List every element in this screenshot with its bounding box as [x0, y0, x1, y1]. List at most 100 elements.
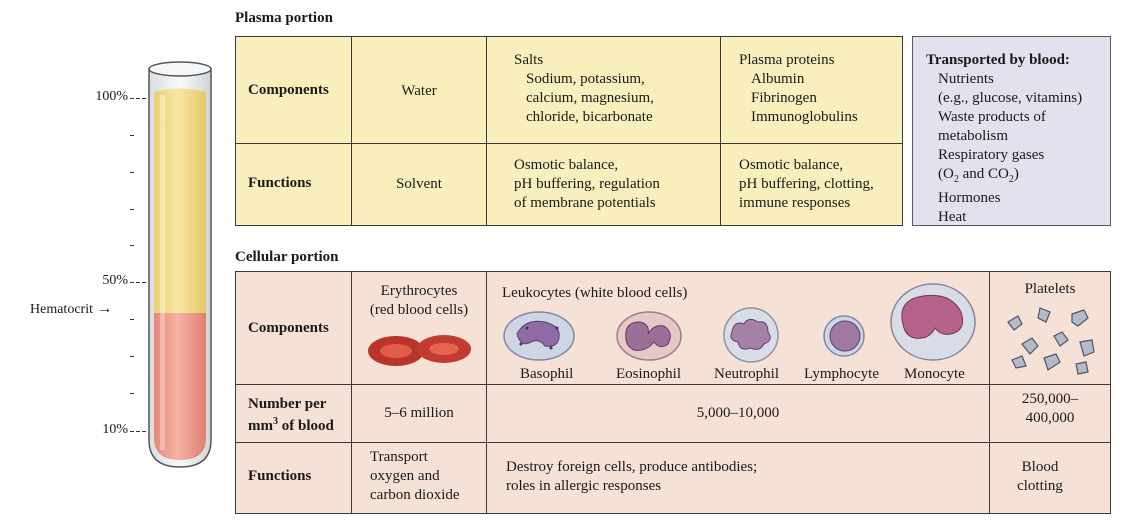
- cellular-section-title: Cellular portion: [235, 249, 339, 265]
- cellular-number-label: Number per mm3 of blood: [248, 395, 334, 435]
- water-component: Water: [401, 83, 437, 99]
- cellular-components-label: Components: [248, 320, 329, 336]
- cellular-col-divider: [351, 272, 352, 513]
- leukocyte-type-monocyte: Monocyte: [904, 366, 965, 382]
- water-function: Solvent: [396, 176, 442, 192]
- salts-function-line: pH buffering, regulation: [514, 176, 660, 192]
- transported-item: Waste products of: [938, 109, 1046, 125]
- plasma-functions-label: Functions: [248, 175, 312, 191]
- plasma-section-title: Plasma portion: [235, 10, 333, 26]
- erythrocytes-name-line1: Erythrocytes: [380, 283, 458, 299]
- cellular-col-divider: [486, 272, 487, 513]
- test-tube-graphic: [148, 61, 212, 468]
- erythrocytes-function-line: Transport: [370, 449, 428, 465]
- leukocyte-type-eosinophil: Eosinophil: [616, 366, 682, 382]
- transported-item: Hormones: [938, 190, 1001, 206]
- transported-item: Respiratory gases: [938, 147, 1045, 163]
- red-blood-cells-icon: [368, 335, 471, 366]
- platelets-number: 250,000– 400,000: [990, 390, 1110, 428]
- scale-label-10: 10%: [102, 422, 128, 437]
- scale-tick: [130, 135, 134, 136]
- hematocrit-text: Hematocrit: [30, 302, 93, 317]
- platelets-number-line: 250,000–: [1021, 391, 1079, 407]
- erythrocytes-name-line2: (red blood cells): [369, 302, 469, 318]
- erythrocytes-number: 5–6 million: [384, 405, 454, 421]
- plasma-components-label: Components: [248, 82, 329, 98]
- transported-list: Transported by blood: Nutrients (e.g., g…: [926, 51, 1082, 227]
- plasma-col-divider: [351, 37, 352, 225]
- lymphocyte-icon: [823, 315, 865, 357]
- proteins-item: Albumin: [751, 71, 805, 87]
- scale-tick: [130, 172, 134, 173]
- number-label-line1: Number per: [248, 396, 327, 412]
- transported-item: (e.g., glucose, vitamins): [938, 90, 1083, 106]
- neutrophil-icon: [723, 307, 779, 363]
- salts-function-line: Osmotic balance,: [514, 157, 619, 173]
- scale-tick: [130, 319, 134, 320]
- monocyte-icon: [890, 283, 976, 361]
- salts-item: Sodium, potassium,: [526, 71, 645, 87]
- transported-box: Transported by blood: Nutrients (e.g., g…: [912, 36, 1111, 226]
- platelets-function-line: Blood: [1021, 459, 1059, 475]
- erythrocytes-function-line: oxygen and: [370, 468, 440, 484]
- scale-tick: [130, 431, 146, 432]
- leukocyte-type-neutrophil: Neutrophil: [714, 366, 779, 382]
- leukocytes-number: 5,000–10,000: [696, 405, 780, 421]
- leukocytes-function-line: roles in allergic responses: [506, 478, 662, 494]
- leukocytes-name: Leukocytes (white blood cells): [502, 285, 688, 301]
- proteins-functions: Osmotic balance, pH buffering, clotting,…: [739, 156, 874, 213]
- cellular-col-divider: [989, 272, 990, 513]
- proteins-heading: Plasma proteins: [739, 52, 835, 68]
- transported-item: Nutrients: [938, 71, 994, 87]
- scale-tick: [130, 98, 146, 99]
- cellular-row-divider: [236, 384, 1110, 385]
- hematocrit-label: Hematocrit →: [30, 300, 140, 318]
- scale-label-50: 50%: [102, 273, 128, 288]
- cellular-functions-label: Functions: [248, 468, 312, 484]
- cellular-row-divider: [236, 442, 1110, 443]
- transported-heading: Transported by blood:: [926, 52, 1070, 68]
- platelets-icon: [1007, 307, 1095, 375]
- salts-components: Salts Sodium, potassium, calcium, magnes…: [514, 51, 654, 127]
- number-label-line2: mm3 of blood: [248, 416, 334, 434]
- platelets-number-line: 400,000: [1025, 410, 1075, 426]
- plasma-col-divider: [720, 37, 721, 225]
- proteins-function-line: immune responses: [739, 195, 851, 211]
- platelets-function-line: clotting: [1017, 478, 1063, 494]
- proteins-item: Fibrinogen: [751, 90, 817, 106]
- erythrocytes-name: Erythrocytes (red blood cells): [352, 282, 486, 320]
- salts-item: chloride, bicarbonate: [526, 109, 653, 125]
- salts-heading: Salts: [514, 52, 544, 68]
- hematocrit-arrow-icon: →: [96, 300, 113, 317]
- scale-tick: [130, 356, 134, 357]
- proteins-item: Immunoglobulins: [751, 109, 858, 125]
- leukocytes-function: Destroy foreign cells, produce antibodie…: [506, 458, 757, 496]
- salts-function-line: of membrane potentials: [514, 195, 656, 211]
- eosinophil-icon: [616, 311, 682, 361]
- proteins-function-line: pH buffering, clotting,: [739, 176, 874, 192]
- salts-functions: Osmotic balance, pH buffering, regulatio…: [514, 156, 660, 213]
- plasma-table: Components Functions Water Solvent Salts…: [235, 36, 903, 226]
- scale-label-100: 100%: [95, 89, 128, 104]
- basophil-icon: [503, 311, 575, 361]
- leukocyte-type-basophil: Basophil: [520, 366, 574, 382]
- proteins-function-line: Osmotic balance,: [739, 157, 844, 173]
- leukocyte-type-lymphocyte: Lymphocyte: [804, 366, 879, 382]
- plasma-col-divider: [486, 37, 487, 225]
- transported-item: Heat: [938, 209, 967, 225]
- scale-tick: [130, 209, 134, 210]
- transported-item: metabolism: [938, 128, 1008, 144]
- plasma-row-divider: [236, 143, 902, 144]
- leukocytes-function-line: Destroy foreign cells, produce antibodie…: [506, 459, 758, 475]
- cellular-table: Components Number per mm3 of blood Funct…: [235, 271, 1111, 514]
- scale-tick: [130, 393, 134, 394]
- platelets-function: Blood clotting: [990, 458, 1090, 496]
- erythrocytes-function: Transport oxygen and carbon dioxide: [370, 448, 460, 505]
- erythrocytes-function-line: carbon dioxide: [370, 487, 460, 503]
- test-tube: [140, 55, 220, 475]
- platelets-name: Platelets: [1024, 281, 1076, 297]
- proteins-components: Plasma proteins Albumin Fibrinogen Immun…: [739, 51, 858, 127]
- scale-tick: [130, 282, 146, 283]
- salts-item: calcium, magnesium,: [526, 90, 654, 106]
- scale-tick: [130, 245, 134, 246]
